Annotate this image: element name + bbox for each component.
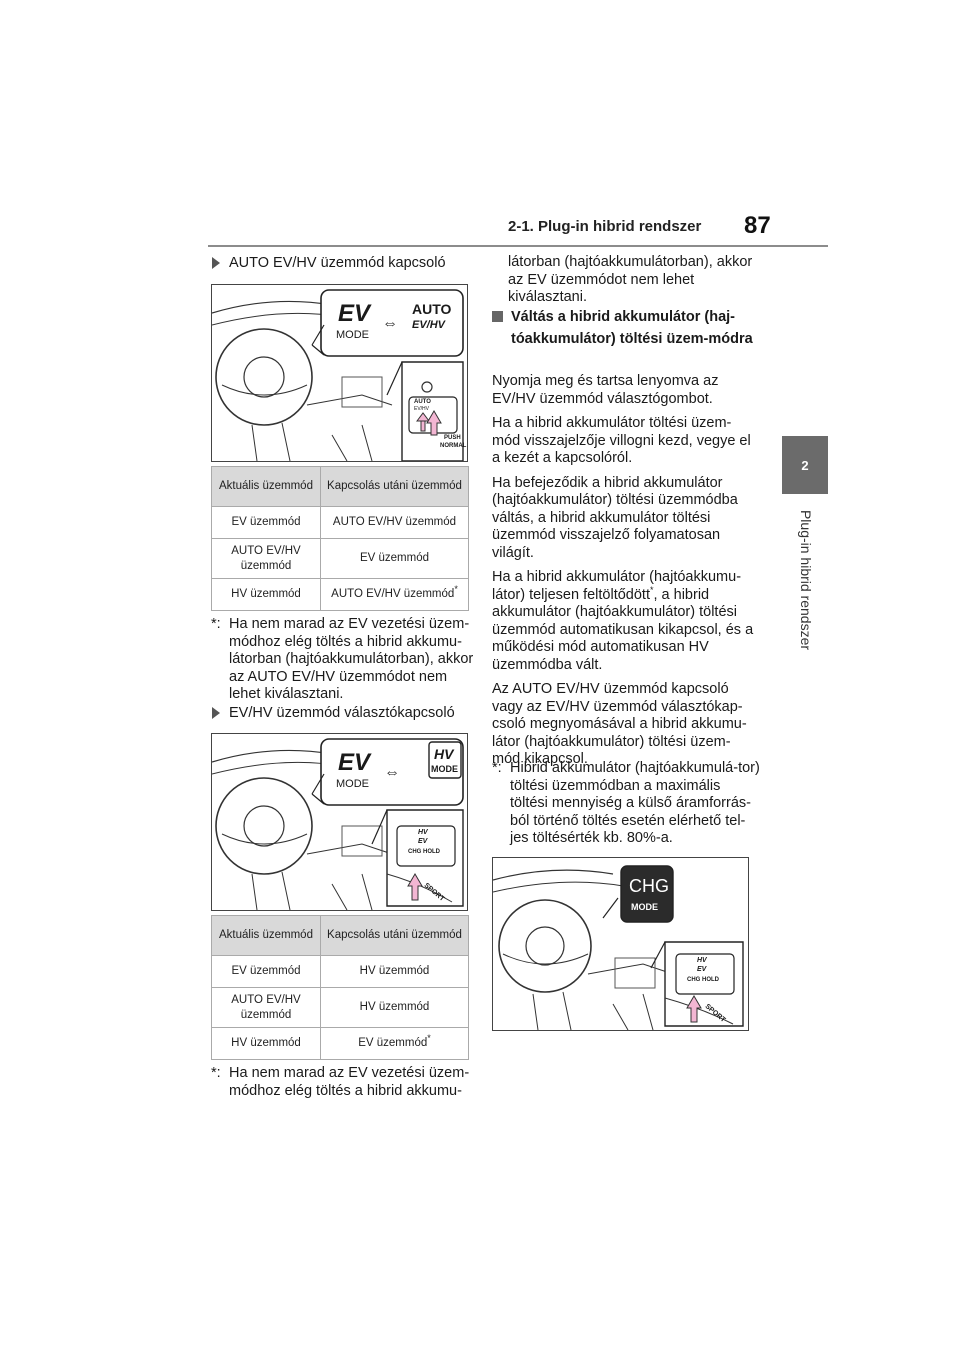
switch-hv-text: HV — [418, 829, 428, 836]
footnote-2: *: Ha nem marad az EV vezetési üzem-módh… — [211, 1065, 470, 1099]
ev-mode-label: EV — [338, 749, 371, 776]
triangle-bullet-icon — [212, 707, 220, 719]
chapter-tab-number: 2 — [782, 436, 828, 494]
chg-label: CHG — [629, 876, 669, 896]
table-row: AUTO EV/HV üzemmód EV üzemmód — [211, 538, 469, 579]
paragraph: Az AUTO EV/HV üzemmód kapcsoló vagy az E… — [492, 681, 747, 767]
table-header-cell: Aktuális üzemmód — [211, 466, 321, 507]
paragraph: Ha a hibrid akkumulátor töltési üzem-mód… — [492, 415, 751, 466]
steering-wheel-outline — [215, 328, 313, 426]
table-cell: EV üzemmód — [211, 955, 321, 988]
switch-auto-text: AUTO — [414, 399, 431, 405]
figure-chg-mode: CHG MODE HV EV CHG HOLD SPORT — [492, 857, 749, 1031]
paragraph: Nyomja meg és tartsa lenyomva az EV/HV ü… — [492, 373, 719, 407]
table-header-cell: Kapcsolás utáni üzemmód — [320, 915, 469, 956]
subheading-ev-hv-selector: EV/HV üzemmód választókapcsoló — [212, 705, 455, 721]
table-row: HV üzemmód AUTO EV/HV üzemmód* — [211, 578, 469, 611]
continued-text: látorban (hajtóakkumulátorban), akkor az… — [508, 254, 753, 305]
mode-table-ev-hv: Aktuális üzemmód Kapcsolás utáni üzemmód… — [211, 915, 469, 1060]
figure-ev-hv-selector: EV MODE ⇔ HV MODE HV EV CHG HOLD SPORT — [211, 733, 468, 911]
chapter-tab-label: Plug-in hibrid rendszer — [798, 509, 814, 651]
table-row: AUTO EV/HV üzemmód HV üzemmód — [211, 987, 469, 1028]
table-row: EV üzemmód HV üzemmód — [211, 955, 469, 988]
header-rule — [208, 245, 828, 247]
square-bullet-icon — [492, 311, 503, 322]
page-number: 87 — [744, 212, 771, 239]
table-cell: AUTO EV/HV üzemmód — [320, 506, 469, 539]
bidirectional-arrow-icon: ⇔ — [382, 315, 398, 332]
switch-ev-hv-text: EV/HV — [414, 406, 430, 412]
pink-arrow-icon — [416, 412, 430, 432]
subheading-auto-ev-hv: AUTO EV/HV üzemmód kapcsoló — [212, 255, 446, 271]
switch-ev-text: EV — [697, 966, 707, 973]
bidirectional-arrow-icon: ⇔ — [384, 764, 400, 781]
table-header-cell: Kapcsolás utáni üzemmód — [320, 466, 469, 507]
table-cell: EV üzemmód — [320, 538, 469, 579]
hv-mode-sub-label: MODE — [431, 764, 458, 774]
triangle-bullet-icon — [212, 257, 220, 269]
table-cell: EV üzemmód — [211, 506, 321, 539]
ev-mode-label: EV — [338, 300, 371, 327]
chg-hold-text: CHG HOLD — [408, 849, 440, 855]
push-text: PUSH — [444, 435, 461, 441]
table-row: HV üzemmód EV üzemmód* — [211, 1027, 469, 1060]
mode-table-auto-ev-hv: Aktuális üzemmód Kapcsolás utáni üzemmód… — [211, 466, 469, 611]
table-header-row: Aktuális üzemmód Kapcsolás utáni üzemmód — [211, 466, 469, 507]
auto-label: AUTO — [412, 301, 452, 317]
body-text: Nyomja meg és tartsa lenyomva az EV/HV ü… — [492, 373, 754, 769]
switch-ev-text: EV — [418, 838, 428, 845]
ev-mode-sub-label: MODE — [336, 329, 369, 341]
table-cell: AUTO EV/HV üzemmód — [211, 987, 321, 1028]
chg-hold-text: CHG HOLD — [687, 977, 719, 983]
table-cell: HV üzemmód — [320, 987, 469, 1028]
section-heading-charge-mode: Váltás a hibrid akkumulátor (haj-tóakkum… — [492, 306, 762, 350]
normal-text: NORMAL — [440, 443, 467, 449]
table-row: EV üzemmód AUTO EV/HV üzemmód — [211, 506, 469, 539]
paragraph: Ha a hibrid akkumulátor (hajtóakkumu-lát… — [492, 569, 754, 673]
footnote-3: *: Hibrid akkumulátor (hajtóakkumulá-tor… — [492, 760, 760, 846]
ev-hv-label: EV/HV — [412, 319, 446, 331]
switch-hv-text: HV — [697, 957, 707, 964]
table-cell: HV üzemmód — [211, 1027, 321, 1060]
paragraph: Ha befejeződik a hibrid akkumulátor (haj… — [492, 474, 738, 561]
table-cell: AUTO EV/HV üzemmód — [211, 538, 321, 579]
table-header-cell: Aktuális üzemmód — [211, 915, 321, 956]
footnote-1: *: Ha nem marad az EV vezetési üzem-módh… — [211, 616, 474, 702]
table-cell: HV üzemmód — [320, 955, 469, 988]
hv-label: HV — [434, 746, 454, 762]
pink-arrow-icon — [407, 873, 423, 901]
table-cell: HV üzemmód — [211, 578, 321, 611]
ev-mode-sub-label: MODE — [336, 778, 369, 790]
table-cell: AUTO EV/HV üzemmód* — [320, 578, 469, 611]
chg-mode-sub-label: MODE — [631, 902, 658, 912]
table-header-row: Aktuális üzemmód Kapcsolás utáni üzemmód — [211, 915, 469, 956]
figure-auto-ev-hv-switch: EV MODE ⇔ AUTO EV/HV AUTO EV/HV PUSH NOR… — [211, 284, 468, 462]
pink-arrow-icon — [686, 995, 702, 1023]
table-cell: EV üzemmód* — [320, 1027, 469, 1060]
section-title: 2-1. Plug-in hibrid rendszer — [508, 218, 702, 235]
parking-brake-icon — [421, 381, 433, 393]
